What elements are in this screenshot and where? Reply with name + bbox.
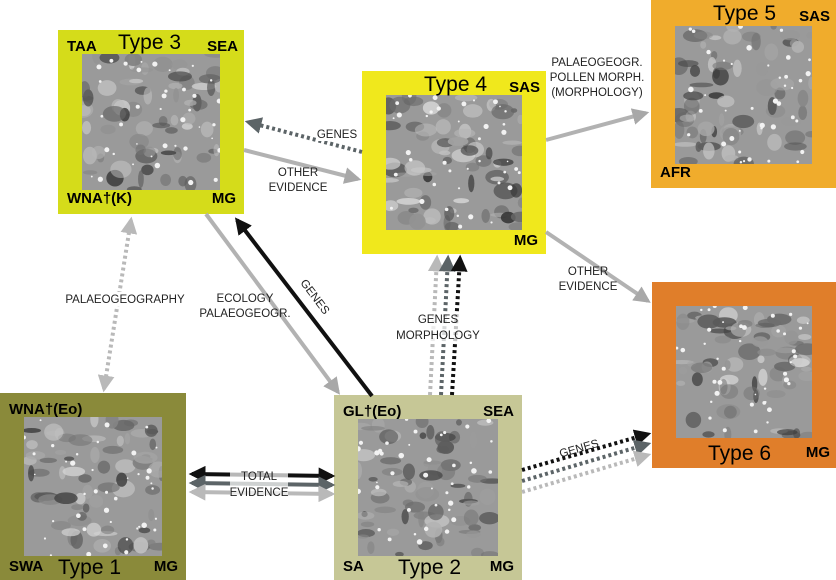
label-ecology-3-2-line1: ECOLOGY <box>217 293 274 305</box>
type2-panel: GL†(Eo) SEA SA Type 2 MG <box>334 395 522 580</box>
type2-bl-label: SA <box>343 558 364 575</box>
type5-bl-label: AFR <box>660 164 691 181</box>
type1-bl-label: SWA <box>9 558 44 575</box>
type2-sem-image <box>358 419 498 556</box>
label-palaeo-4-5-line2: POLLEN MORPH. <box>550 72 645 84</box>
type3-panel: TAA SEA Type 3 WNA†(K) MG <box>58 30 244 214</box>
type5-tr-label: SAS <box>799 8 830 25</box>
type4-sem-image <box>386 95 522 230</box>
label-genes-3-4: GENES <box>317 129 358 141</box>
label-total-1-2-line2: EVIDENCE <box>230 487 289 499</box>
label-other-4-6-line2: EVIDENCE <box>559 281 618 293</box>
arrow-other-3-to-4 <box>243 148 362 184</box>
arrow-4-to-6 <box>544 230 651 303</box>
type1-panel: WNA†(Eo) SWA Type 1 MG <box>0 393 186 580</box>
type2-title: Type 2 <box>398 556 462 579</box>
label-genes-2-6: GENES <box>558 438 600 461</box>
arrow-genes-2-to-6-b <box>521 439 652 483</box>
type1-sem-image <box>24 417 162 556</box>
label-genes-morph-2-4-line1: GENES <box>418 314 459 326</box>
arrow-4-to-5 <box>545 108 650 142</box>
label-palaeo-4-5-line3: (MORPHOLOGY) <box>551 87 643 99</box>
arrow-genes-2-to-3 <box>234 217 374 398</box>
label-ecology-3-2-line2: PALAEOGEOGR. <box>199 308 290 320</box>
type1-br-label: MG <box>153 558 178 575</box>
type1-tl-label: WNA†(Eo) <box>9 401 83 418</box>
type1-title: Type 1 <box>58 556 122 579</box>
type4-panel: Type 4 SAS MG <box>362 71 546 254</box>
type5-title: Type 5 <box>713 2 777 25</box>
type5-sem-image <box>675 26 812 164</box>
type6-br-label: MG <box>805 444 830 461</box>
label-other-3-4-line2: EVIDENCE <box>269 182 328 194</box>
label-palaeo-4-5-line1: PALAEOGEOGR. <box>551 57 642 69</box>
type3-sem-image <box>82 54 220 190</box>
type2-tr-label: SEA <box>483 403 514 420</box>
type3-tl-label: TAA <box>67 38 97 55</box>
type2-tl-label: GL†(Eo) <box>343 403 402 420</box>
type2-br-label: MG <box>489 558 514 575</box>
label-other-4-6-line1: OTHER <box>568 266 608 278</box>
type3-title: Type 3 <box>118 31 182 54</box>
type5-panel: Type 5 SAS AFR <box>651 0 836 188</box>
label-genes-morph-2-4-line2: MORPHOLOGY <box>396 330 480 342</box>
type3-bl-label: WNA†(K) <box>67 190 132 207</box>
type4-tr-label: SAS <box>509 79 540 96</box>
type6-panel: Type 6 MG <box>652 282 836 468</box>
label-total-1-2-line1: TOTAL <box>241 471 278 483</box>
arrow-genes-2-to-6-c <box>521 450 652 494</box>
arrow-ecology-3-to-2 <box>204 212 341 395</box>
type4-title: Type 4 <box>424 73 488 96</box>
type3-br-label: MG <box>211 190 236 207</box>
label-palaeogeography-1-3: PALAEOGEOGRAPHY <box>65 294 185 306</box>
type6-title: Type 6 <box>708 442 772 465</box>
type3-tr-label: SEA <box>207 38 238 55</box>
label-genes-2-3: GENES <box>297 278 331 318</box>
label-other-3-4-line1: OTHER <box>278 167 318 179</box>
arrow-genes-4-to-3 <box>244 117 363 154</box>
type6-sem-image <box>676 306 812 438</box>
arrow-genes-2-to-6-a <box>521 429 652 472</box>
type4-br-label: MG <box>513 232 538 249</box>
